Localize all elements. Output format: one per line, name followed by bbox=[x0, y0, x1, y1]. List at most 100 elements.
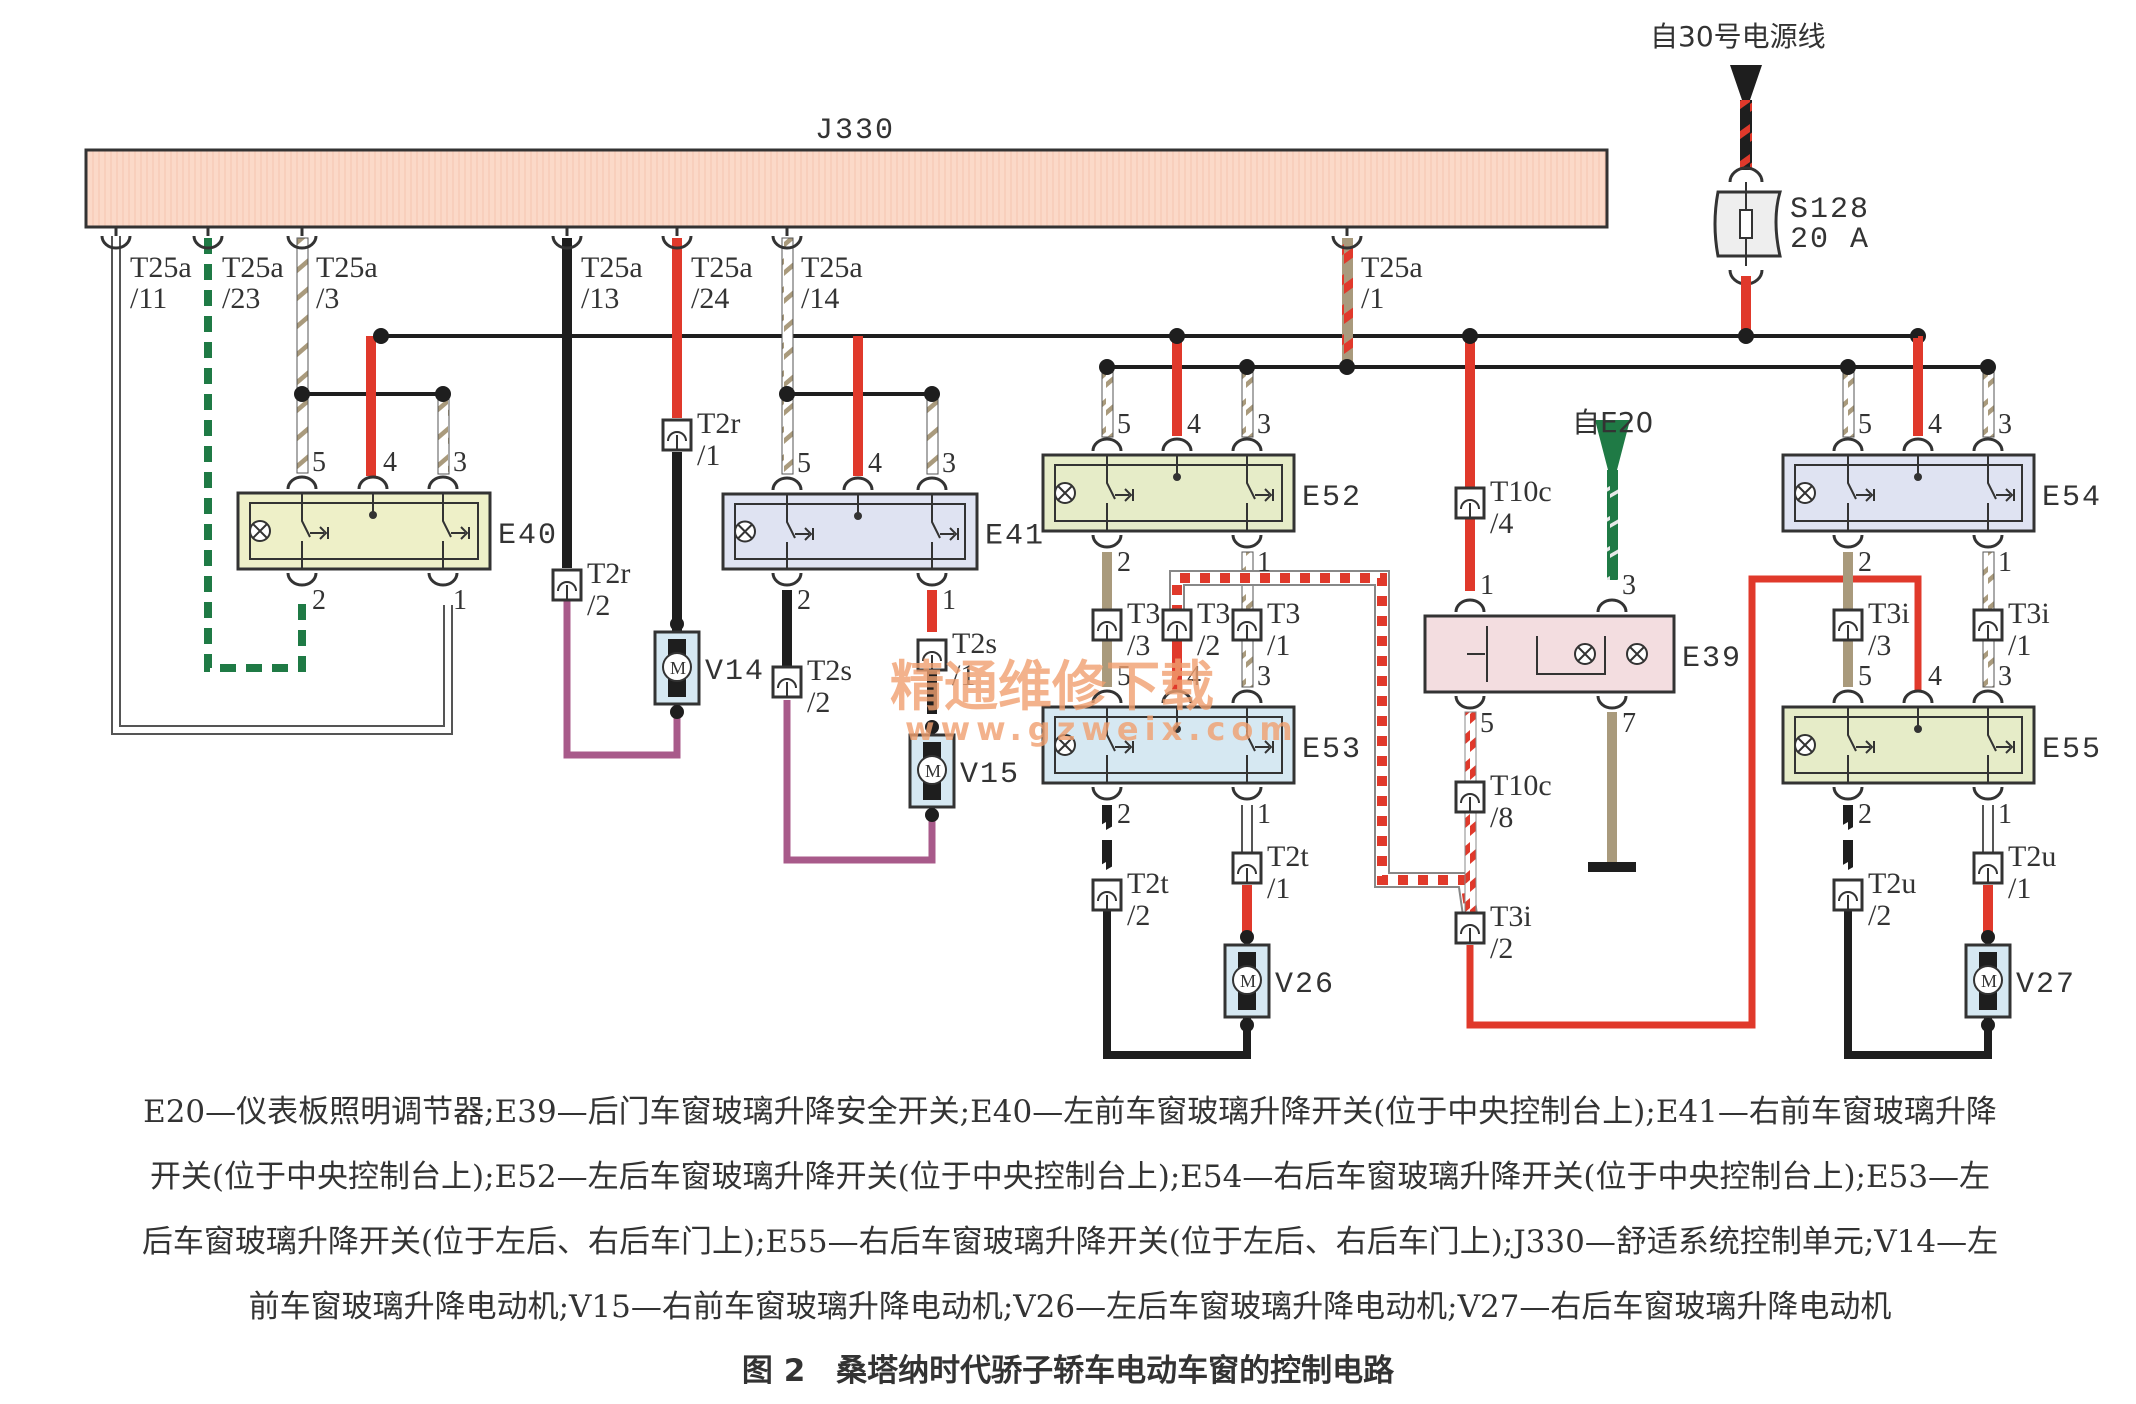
figure-title-text: 桑塔纳时代骄子轿车电动车窗的控制电路 bbox=[836, 1353, 1395, 1389]
connector-name: T2u bbox=[2008, 840, 2056, 873]
connector-pin: /2 bbox=[807, 686, 830, 719]
motor-icon bbox=[917, 755, 947, 785]
switch-pin-label: 4 bbox=[1187, 409, 1201, 440]
switch-pin-label: 3 bbox=[1998, 409, 2012, 440]
switch-pin-label: 4 bbox=[868, 448, 882, 479]
switch-pin-label: 5 bbox=[1858, 661, 1872, 692]
connector-name: T2u bbox=[1868, 867, 1916, 900]
connector-pin: /1 bbox=[2008, 872, 2031, 905]
pin-connector-name: T25a bbox=[130, 251, 192, 284]
switch-contact-icon bbox=[1246, 707, 1256, 783]
switch-contact-icon bbox=[1106, 707, 1116, 783]
connector-t2t-2: T2t/2 bbox=[1091, 867, 1169, 932]
e20-source-label: 自E20 bbox=[1572, 406, 1653, 439]
switch-id-label: E53 bbox=[1302, 733, 1362, 767]
switch-pin-label: 5 bbox=[312, 447, 326, 478]
e41-wiring bbox=[779, 336, 940, 864]
connector-t3-1: T3/1 bbox=[1231, 597, 1300, 662]
connector-t3i-2: T3i/2 bbox=[1454, 900, 1532, 965]
switch-contact-icon bbox=[1847, 455, 1857, 531]
switch-pin-label: 1 bbox=[942, 585, 956, 616]
connector-t10c-4: T10c/4 bbox=[1454, 475, 1552, 540]
motor-icon bbox=[1232, 965, 1262, 995]
switch-id-label: E41 bbox=[985, 520, 1045, 554]
switch-pin-label: 4 bbox=[1187, 661, 1201, 692]
switch-pin-label: 5 bbox=[1480, 708, 1494, 739]
connector-name: T10c bbox=[1490, 475, 1552, 508]
connector-name: T3i bbox=[1868, 597, 1910, 630]
switch-pin-label: 5 bbox=[1858, 409, 1872, 440]
switch-pin-label: 3 bbox=[1257, 661, 1271, 692]
switch-pin-label: 5 bbox=[1117, 409, 1131, 440]
switch-id-label: E40 bbox=[498, 519, 558, 553]
connector-name: T3i bbox=[1490, 900, 1532, 933]
connector-pin: /1 bbox=[697, 439, 720, 472]
svg-text:M: M bbox=[1981, 971, 1997, 991]
connector-name: T10c bbox=[1490, 769, 1552, 802]
svg-text:M: M bbox=[925, 761, 941, 781]
pin-connector-number: /11 bbox=[130, 282, 167, 315]
wiring-diagram: 自30号电源线 J330 S128 20 A bbox=[84, 20, 2100, 1059]
pin-connector-number: /14 bbox=[801, 282, 839, 315]
watermark-cn: 精通维修下载 bbox=[890, 655, 1214, 718]
connector-pin: /4 bbox=[1490, 507, 1513, 540]
pin-connector-name: T25a bbox=[581, 251, 643, 284]
switch-contact-icon bbox=[1246, 455, 1256, 531]
switch-pin-label: 4 bbox=[1928, 409, 1942, 440]
connector-t3i-3: T3i/3 bbox=[1832, 597, 1910, 662]
j330-pin-socket: T25a/23 bbox=[192, 227, 284, 315]
switch-pin-label: 1 bbox=[453, 585, 467, 616]
pin-connector-name: T25a bbox=[691, 251, 753, 284]
switch-pin-label: 2 bbox=[1858, 547, 1872, 578]
connector-t2t-1: T2t/1 bbox=[1231, 840, 1309, 905]
caption-line: 前车窗玻璃升降电动机;V15—右前车窗玻璃升降电动机;V26—左后车窗玻璃升降电… bbox=[248, 1289, 1892, 1325]
j330-control-unit bbox=[84, 148, 1609, 229]
figure-number: 图 2 bbox=[741, 1353, 806, 1389]
connector-name: T3 bbox=[1127, 597, 1160, 630]
switch-pin-label: 7 bbox=[1622, 708, 1636, 739]
connector-name: T2t bbox=[1127, 867, 1169, 900]
connector-pin: /2 bbox=[587, 589, 610, 622]
switch-contact-icon bbox=[1987, 455, 1997, 531]
power-source-label: 自30号电源线 bbox=[1650, 20, 1826, 53]
j330-pin-socket: T25a/3 bbox=[286, 227, 378, 315]
switch-pin-label: 5 bbox=[1117, 661, 1131, 692]
caption-line: 开关(位于中央控制台上);E52—左后车窗玻璃升降开关(位于中央控制台上);E5… bbox=[149, 1159, 1991, 1195]
pin-connector-number: /13 bbox=[581, 282, 619, 315]
switch-pin-label: 5 bbox=[797, 448, 811, 479]
connector-name: T2r bbox=[587, 557, 630, 590]
pin-connector-number: /24 bbox=[691, 282, 729, 315]
svg-text:M: M bbox=[1240, 971, 1256, 991]
pin-connector-name: T25a bbox=[1361, 251, 1423, 284]
switch-id-label: E52 bbox=[1302, 481, 1362, 515]
figure-title: 图 2 桑塔纳时代骄子轿车电动车窗的控制电路 bbox=[0, 1345, 2136, 1390]
switch-pin-label: 3 bbox=[1998, 661, 2012, 692]
pin-connector-number: /3 bbox=[316, 282, 339, 315]
connector-pin: /1 bbox=[2008, 629, 2031, 662]
switch-contact-icon bbox=[931, 494, 941, 569]
pin-connector-name: T25a bbox=[222, 251, 284, 284]
watermark-url: www.gzweix.com bbox=[905, 710, 1299, 748]
motor-icon bbox=[662, 652, 692, 682]
j330-pin-socket: T25a/1 bbox=[1331, 227, 1423, 315]
connector-pin: /1 bbox=[1267, 872, 1290, 905]
switch-contact-icon bbox=[301, 493, 311, 569]
safety-switch-icon bbox=[1467, 626, 1606, 682]
j330-pin-socket: T25a/24 bbox=[661, 227, 753, 315]
power-feed: S128 20 A bbox=[1713, 65, 1868, 336]
j330-pin-wires bbox=[111, 236, 1353, 759]
switch-pin-label: 2 bbox=[797, 585, 811, 616]
connector-pin: /3 bbox=[1868, 629, 1891, 662]
connector-t2u-1: T2u/1 bbox=[1972, 840, 2056, 905]
switch-id-label: E39 bbox=[1682, 642, 1742, 676]
j330-label: J330 bbox=[815, 114, 895, 148]
connector-name: T3 bbox=[1197, 597, 1230, 630]
switch-contact-icon bbox=[786, 494, 796, 569]
switch-pin-label: 1 bbox=[1998, 547, 2012, 578]
